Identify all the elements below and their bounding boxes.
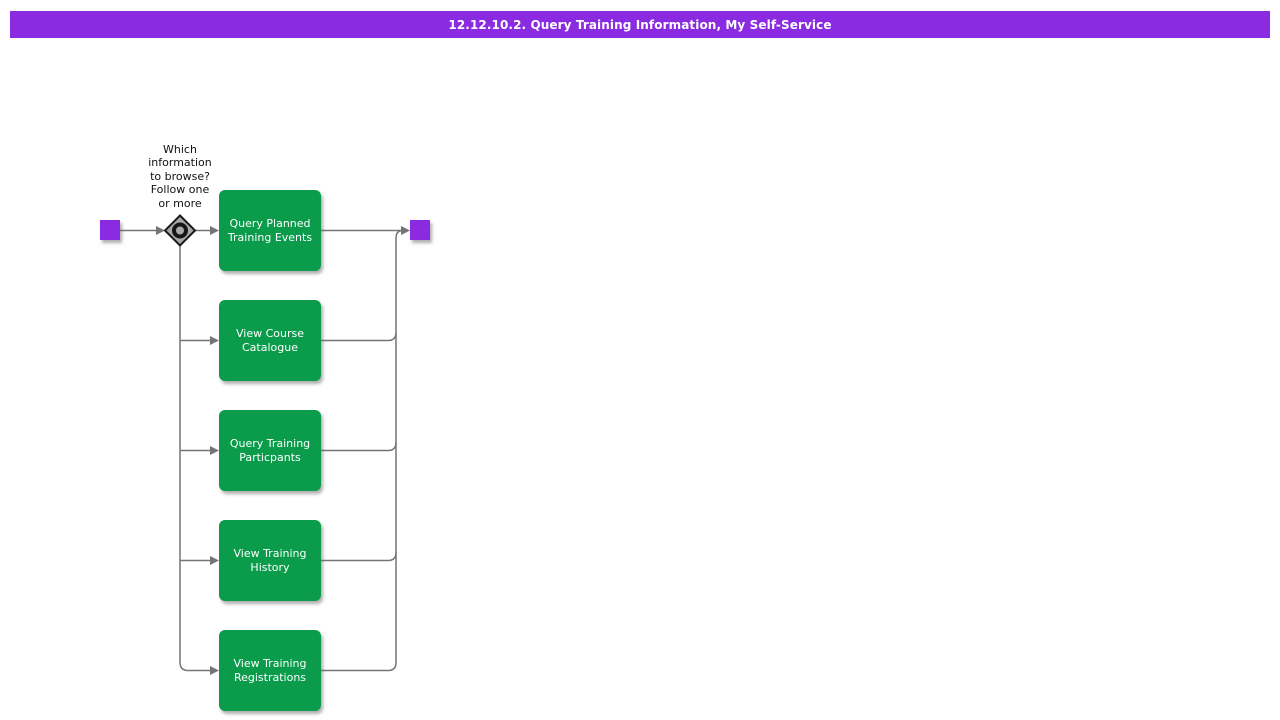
arrowhead-into-decision: [156, 226, 165, 235]
decision-diamond: [163, 214, 197, 247]
arrowhead-into-activity-3: [210, 446, 219, 455]
edge-collector: [395, 229, 404, 663]
arrowhead-into-activity-5: [210, 666, 219, 675]
activity-node[interactable]: View Course Catalogue: [219, 300, 321, 381]
page-title: 12.12.10.2. Query Training Information, …: [448, 17, 832, 32]
edge-feeder-activity-4: [321, 552, 397, 562]
final-node: [410, 220, 430, 240]
arrowheads: [156, 226, 410, 675]
activity-node[interactable]: View Training History: [219, 520, 321, 601]
activity-node[interactable]: Query Planned Training Events: [219, 190, 321, 271]
arrowhead-into-activity-1: [210, 226, 219, 235]
edge-feeder-activity-2: [321, 332, 397, 342]
arrowhead-into-activity-4: [210, 556, 219, 565]
decision-circle-icon: [172, 222, 188, 239]
decision-node: [163, 214, 197, 247]
decision-label: Which information to browse? Follow one …: [148, 143, 212, 210]
title-bar: 12.12.10.2. Query Training Information, …: [10, 11, 1270, 38]
edge-feeder-activity-5: [321, 662, 397, 672]
activity-node[interactable]: View Training Registrations: [219, 630, 321, 711]
activity-node[interactable]: Query Training Particpants: [219, 410, 321, 491]
arrowhead-into-activity-2: [210, 336, 219, 345]
start-node: [100, 220, 120, 240]
edge-feeder-activity-3: [321, 442, 397, 452]
edge-distributor: [179, 245, 211, 672]
arrowhead-into-final: [401, 226, 410, 235]
